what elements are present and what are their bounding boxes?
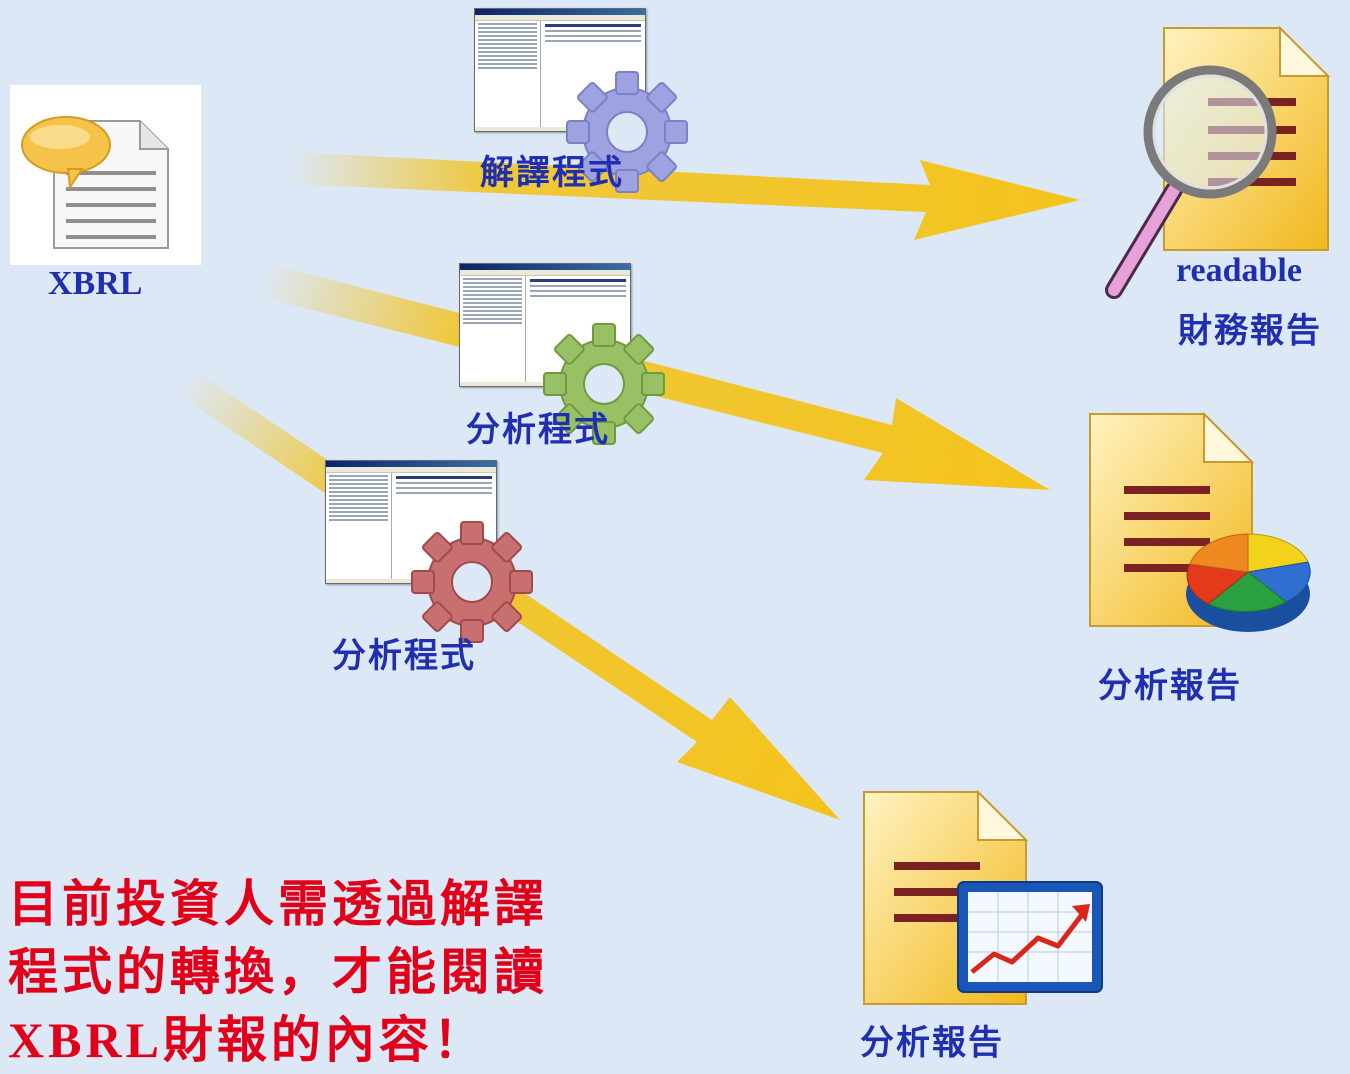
readable-label: readable: [1176, 252, 1302, 289]
note-line-2: 程式的轉換，才能閱讀: [8, 942, 548, 1001]
program-label-1: 解譯程式: [480, 153, 624, 193]
analysis-report-label-1: 分析報告: [1098, 666, 1242, 706]
pie-chart-document-icon: [1089, 411, 1311, 632]
note-line-3: XBRL財報的內容！: [8, 1012, 487, 1068]
program-label-3: 分析程式: [332, 636, 476, 676]
program-label-2: 分析程式: [466, 410, 610, 450]
note-text: 目前投資人需透過解譯 程式的轉換，才能閱讀 XBRL財報的內容！: [8, 870, 548, 1074]
pie-icon: [1186, 533, 1311, 632]
xbrl-document: [10, 85, 201, 265]
xbrl-label: XBRL: [48, 265, 143, 302]
gear-icon-green: [543, 323, 665, 445]
analysis-report-label-2: 分析報告: [860, 1023, 1004, 1063]
financial-report-label: 財務報告: [1178, 311, 1322, 351]
speech-bubble-icon: [21, 116, 111, 190]
gear-icon-red: [411, 521, 533, 643]
note-line-1: 目前投資人需透過解譯: [8, 874, 548, 933]
line-chart-icon: [957, 881, 1103, 993]
line-chart-document-icon: [863, 789, 1103, 1005]
gear-icon-blue: [566, 71, 688, 193]
xbrl-file-icon: [21, 116, 169, 249]
arrow-to-readable-report: [290, 152, 1080, 240]
magnifier-document-icon: [1105, 25, 1331, 299]
